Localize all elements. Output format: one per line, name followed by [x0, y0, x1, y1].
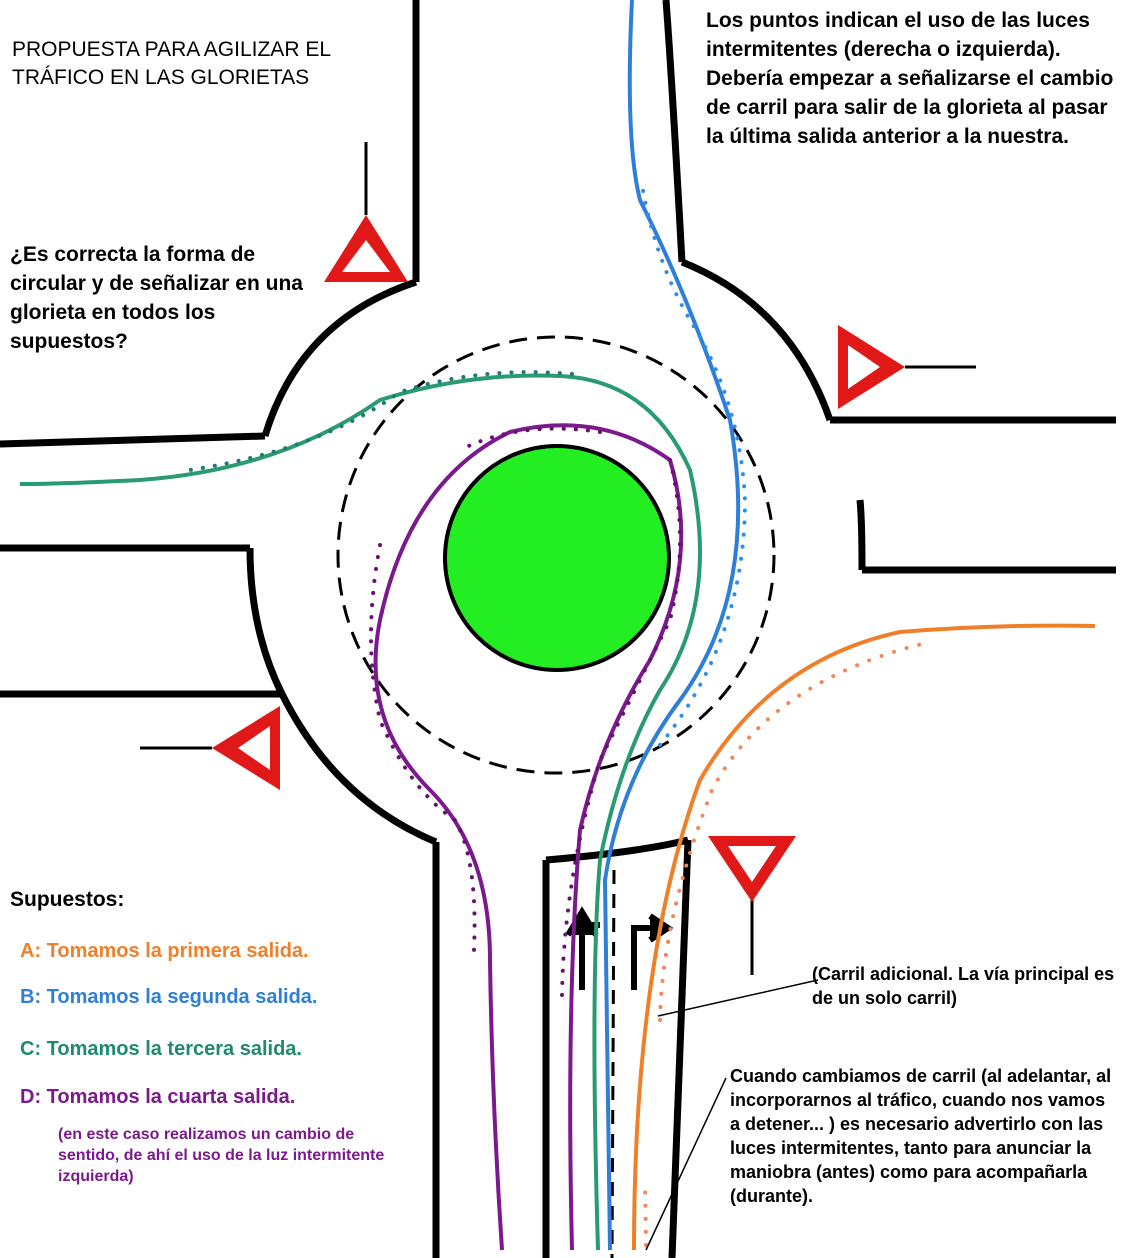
- ring-se: [545, 836, 689, 864]
- case-b-label: B: Tomamos la segunda salida.: [20, 986, 318, 1008]
- case-c-label: C: Tomamos la tercera salida.: [20, 1038, 302, 1060]
- title-line: PROPUESTA PARA AGILIZAR EL: [12, 38, 331, 61]
- yield-sign-icon: [708, 836, 796, 975]
- case-d-label: D: Tomamos la cuarta salida.: [20, 1086, 296, 1108]
- title-line: TRÁFICO EN LAS GLORIETAS: [12, 66, 310, 89]
- case-d-note: (en este caso realizamos un cambio de se…: [58, 1126, 385, 1185]
- path-b-second-exit: [602, 0, 741, 1251]
- ring-sw: [278, 692, 438, 846]
- ring-w: [246, 547, 286, 696]
- extra-lane-note: (Carril adicional. La vía principal es d…: [812, 964, 1115, 1008]
- extra-lane-pointer: [657, 979, 819, 1017]
- path-a-blinker-dots: [643, 640, 932, 1247]
- road-edge-north-east: [662, 0, 686, 263]
- road-edge-west-top: [0, 432, 266, 448]
- central-island: [443, 444, 671, 672]
- supuestos-heading: Supuestos:: [10, 888, 125, 911]
- yield-sign-icon: [324, 142, 408, 282]
- yield-sign-icon: [838, 325, 976, 409]
- ring-nw: [261, 278, 418, 438]
- lane-change-note: Cuando cambiamos de carril (al adelantar…: [730, 1066, 1112, 1206]
- ring-ne: [680, 258, 834, 422]
- path-d-blinker-dots: [369, 426, 682, 997]
- inner-lane-dashed-ring: [336, 335, 776, 775]
- path-d-fourth-exit: [373, 423, 684, 1251]
- lane-change-pointer: [645, 1077, 727, 1251]
- page-title: PROPUESTA PARA AGILIZAR EL TRÁFICO EN LA…: [12, 36, 412, 92]
- path-a-first-exit: [632, 623, 1096, 1251]
- case-a-label: A: Tomamos la primera salida.: [20, 940, 309, 962]
- path-c-third-exit: [19, 373, 702, 1251]
- question-text: ¿Es correcta la forma de circular y de s…: [10, 243, 303, 353]
- south-lane-divider: [610, 869, 616, 1258]
- ring-e: [856, 499, 866, 571]
- blinker-note: Los puntos indican el uso de las luces i…: [706, 9, 1114, 148]
- path-c-blinker-dots: [188, 370, 574, 472]
- yield-sign-icon: [140, 706, 280, 790]
